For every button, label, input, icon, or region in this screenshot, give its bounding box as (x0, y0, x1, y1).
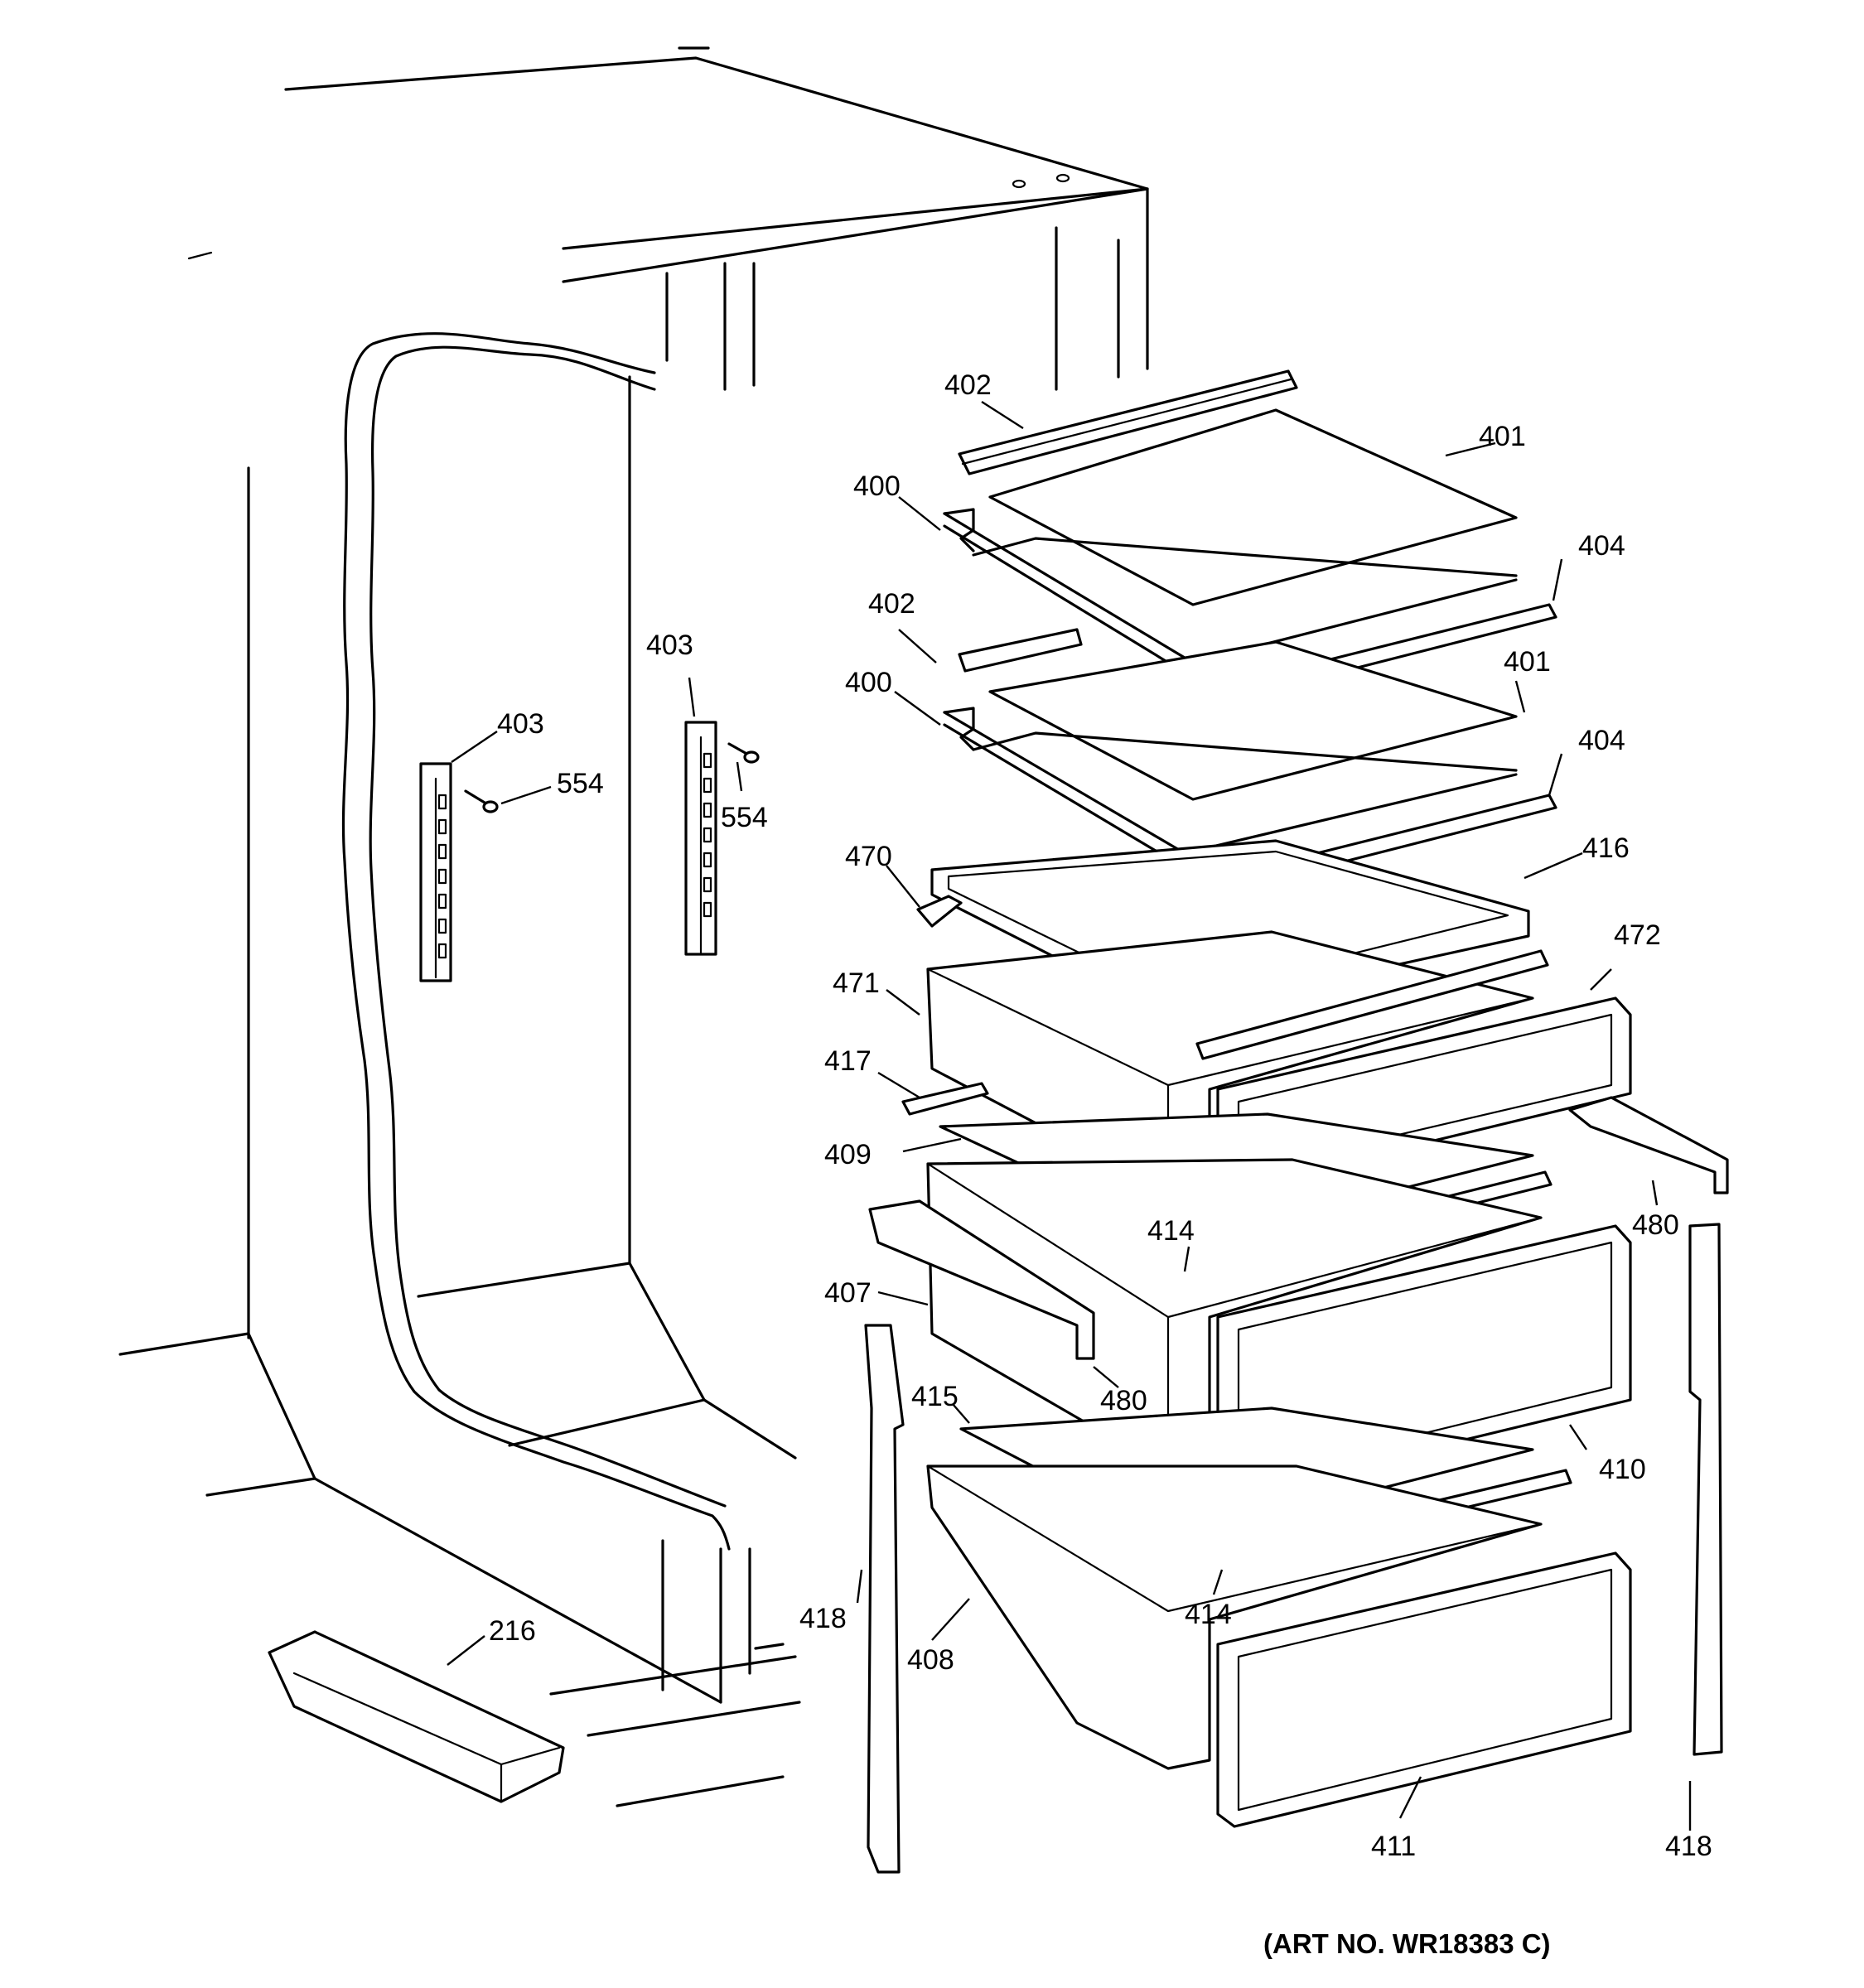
shelf-ladder-left (419, 762, 452, 982)
callout-472: 472 (1614, 919, 1661, 951)
bin-216 (268, 1630, 565, 1803)
callout-418-left: 418 (799, 1603, 847, 1634)
callout-403-right: 403 (646, 630, 693, 661)
screw-left (464, 789, 499, 813)
callout-400-lower: 400 (845, 667, 892, 698)
callout-401-upper: 401 (1479, 421, 1526, 452)
cabinet-outline (118, 46, 1149, 1807)
callout-409: 409 (824, 1139, 872, 1170)
callout-402-lower: 402 (868, 588, 915, 620)
glass-shelf-401-lower (988, 640, 1518, 801)
callout-403-left: 403 (497, 708, 544, 740)
callout-471: 471 (833, 967, 880, 999)
callout-415: 415 (911, 1381, 959, 1412)
callout-400-upper: 400 (853, 470, 901, 502)
callout-470: 470 (845, 841, 892, 872)
drawer-408 (926, 1464, 1543, 1770)
side-bracket-418-right (1688, 1223, 1723, 1756)
callout-554-left: 554 (557, 768, 604, 799)
rail-417 (901, 1082, 989, 1116)
screw-right (727, 742, 760, 764)
callout-401-lower: 401 (1504, 646, 1551, 678)
callout-408: 408 (907, 1644, 954, 1676)
callout-410: 410 (1599, 1454, 1646, 1485)
callout-418-right: 418 (1665, 1831, 1712, 1862)
callout-417: 417 (824, 1045, 872, 1077)
leader-lines (447, 400, 1692, 1831)
callout-labels: 402 401 400 404 402 401 400 404 470 416 … (489, 369, 1712, 1862)
slide-rail-480-left (868, 1199, 1095, 1360)
shelf-rail-402-upper (958, 369, 1298, 475)
callout-402-upper: 402 (944, 369, 992, 401)
slide-rail-480-right (1568, 1096, 1729, 1194)
glass-shelf-401-upper (988, 408, 1518, 606)
callout-554-right: 554 (721, 802, 768, 833)
callout-216: 216 (489, 1615, 536, 1647)
callout-404-upper: 404 (1578, 530, 1625, 562)
callout-480-right: 480 (1632, 1209, 1679, 1241)
callout-411: 411 (1371, 1831, 1416, 1862)
art-number: (ART NO. WR18383 C) (1263, 1928, 1551, 1959)
side-bracket-418-left (864, 1324, 905, 1874)
callout-414-upper: 414 (1147, 1215, 1195, 1247)
callout-414-lower: 414 (1185, 1599, 1232, 1630)
callout-480-left: 480 (1100, 1385, 1147, 1416)
callout-404-lower: 404 (1578, 725, 1625, 756)
shelf-rail-402-lower (958, 628, 1083, 673)
callout-416: 416 (1582, 832, 1630, 864)
divider-trim (1195, 949, 1549, 1060)
callout-407: 407 (824, 1277, 872, 1309)
drawer-front-411 (1216, 1551, 1632, 1828)
shelf-ladder-right (684, 721, 717, 956)
clip-470 (916, 895, 963, 928)
